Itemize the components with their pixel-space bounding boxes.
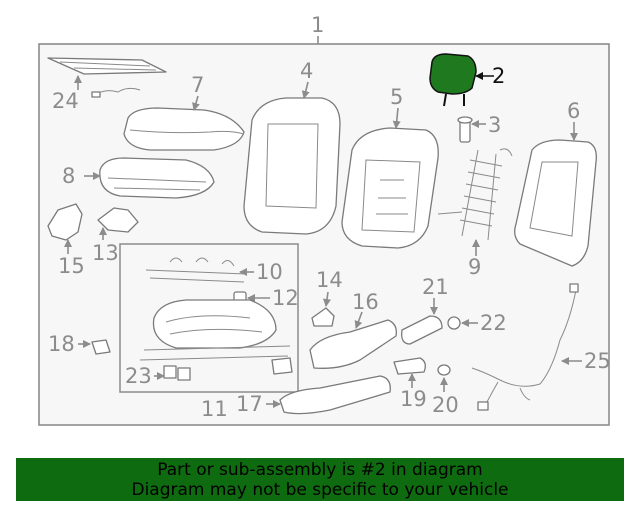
callout-18[interactable]: 18 — [48, 332, 75, 356]
part-8-cushion-cover[interactable] — [99, 157, 215, 199]
adjuster-group-box — [119, 243, 299, 393]
part-4-seatback-pad[interactable] — [243, 97, 341, 235]
callout-10[interactable]: 10 — [256, 260, 283, 284]
callout-2[interactable]: 2 — [492, 64, 505, 88]
callout-9[interactable]: 9 — [468, 255, 481, 279]
callout-24[interactable]: 24 — [52, 89, 79, 113]
parts-diagram: 1 24 7 8 15 13 4 — [38, 13, 611, 426]
part-15-bracket[interactable] — [47, 203, 83, 241]
part-25-wire-harness[interactable] — [471, 283, 579, 411]
callout-25[interactable]: 25 — [584, 349, 611, 373]
part-6-seatback-frame[interactable] — [514, 139, 597, 267]
callout-3[interactable]: 3 — [488, 113, 501, 137]
callout-6[interactable]: 6 — [567, 99, 580, 123]
part-11-seat-adjuster[interactable] — [139, 299, 293, 375]
callout-20[interactable]: 20 — [432, 393, 459, 417]
part-3-guide[interactable] — [457, 116, 473, 143]
callout-14[interactable]: 14 — [316, 268, 343, 292]
part-9-spring[interactable] — [437, 148, 513, 241]
callout-5[interactable]: 5 — [390, 85, 403, 109]
part-5-seatback-cover[interactable] — [341, 127, 439, 249]
callout-23[interactable]: 23 — [125, 364, 152, 388]
callout-11[interactable]: 11 — [201, 397, 228, 421]
callout-22[interactable]: 22 — [480, 311, 507, 335]
part-22-ring[interactable] — [447, 316, 461, 330]
callout-17[interactable]: 17 — [236, 392, 263, 416]
banner-line-1: Part or sub-assembly is #2 in diagram — [157, 460, 483, 480]
part-17-trim[interactable] — [279, 375, 391, 415]
callout-21[interactable]: 21 — [422, 275, 449, 299]
headrest-highlight — [429, 53, 477, 95]
callout-1[interactable]: 1 — [311, 13, 324, 37]
callout-8[interactable]: 8 — [62, 164, 75, 188]
part-2-headrest[interactable] — [429, 53, 477, 107]
callout-15[interactable]: 15 — [58, 254, 85, 278]
part-20-clip[interactable] — [437, 364, 451, 376]
part-7-cushion-pad[interactable] — [123, 107, 245, 151]
part-13-bracket[interactable] — [97, 207, 139, 233]
part-24-plate[interactable] — [47, 57, 167, 98]
callout-7[interactable]: 7 — [191, 73, 204, 97]
callout-19[interactable]: 19 — [400, 387, 427, 411]
part-16-shield[interactable] — [309, 319, 397, 369]
part-14-bracket[interactable] — [311, 307, 335, 327]
callout-12[interactable]: 12 — [272, 286, 299, 310]
part-19-handle[interactable] — [393, 357, 426, 375]
callout-16[interactable]: 16 — [352, 290, 379, 314]
part-21-lever[interactable] — [401, 315, 443, 345]
callout-4[interactable]: 4 — [300, 59, 313, 83]
part-10-adjuster[interactable] — [145, 257, 247, 283]
part-18-fastener[interactable] — [91, 339, 111, 355]
callout-13[interactable]: 13 — [92, 241, 119, 265]
banner-line-2: Diagram may not be specific to your vehi… — [131, 480, 509, 500]
info-banner: Part or sub-assembly is #2 in diagram Di… — [16, 458, 624, 501]
